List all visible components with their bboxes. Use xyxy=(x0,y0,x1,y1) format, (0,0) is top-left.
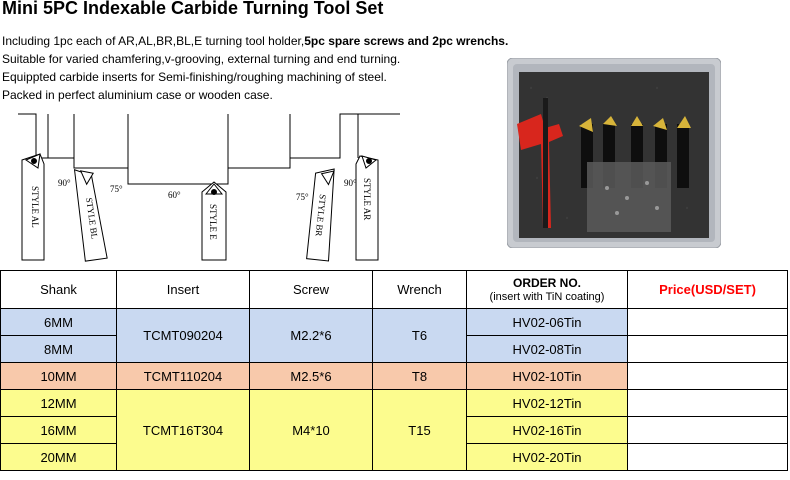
price-cell xyxy=(627,308,788,336)
tool-angle-al: 90° xyxy=(58,178,71,188)
page-title: Mini 5PC Indexable Carbide Turning Tool … xyxy=(2,0,384,18)
wrench-cell: T15 xyxy=(372,389,467,471)
wrench-cell: T6 xyxy=(372,308,467,363)
order-cell: HV02-12Tin xyxy=(466,389,628,417)
header-shank: Shank xyxy=(0,270,117,309)
product-photo xyxy=(507,58,721,248)
spare-screws-bag xyxy=(587,162,671,232)
order-cell: HV02-16Tin xyxy=(466,416,628,444)
insert-cell: TCMT090204 xyxy=(116,308,250,363)
header-order: ORDER NO. (insert with TiN coating) xyxy=(466,270,628,309)
order-cell: HV02-06Tin xyxy=(466,308,628,336)
price-cell xyxy=(627,335,788,363)
insert-cell: TCMT110204 xyxy=(116,362,250,390)
screw-cell: M4*10 xyxy=(249,389,373,471)
header-price: Price(USD/SET) xyxy=(627,270,788,309)
wrench-cell: T8 xyxy=(372,362,467,390)
shank-cell: 12MM xyxy=(0,389,117,417)
insert-cell: TCMT16T304 xyxy=(116,389,250,471)
description-line-1: Including 1pc each of AR,AL,BR,BL,E turn… xyxy=(2,34,509,48)
table-header-row: Shank Insert Screw Wrench ORDER NO. (ins… xyxy=(0,270,788,309)
red-wrench-icon xyxy=(517,114,563,228)
tool-label-br: STYLE BR xyxy=(314,194,328,237)
tool-angle-br: 75° xyxy=(296,192,309,202)
price-cell xyxy=(627,389,788,417)
spec-table: Shank Insert Screw Wrench ORDER NO. (ins… xyxy=(0,270,788,471)
shank-cell: 8MM xyxy=(0,335,117,363)
header-wrench: Wrench xyxy=(372,270,467,309)
tool-label-al: STYLE AL xyxy=(30,186,40,228)
tool-label-e: STYLE E xyxy=(208,204,218,240)
shank-cell: 16MM xyxy=(0,416,117,444)
tool-label-ar: STYLE AR xyxy=(362,178,372,220)
order-cell: HV02-20Tin xyxy=(466,443,628,471)
table-row: 20MM HV02-20Tin xyxy=(0,443,788,471)
screw-cell: M2.5*6 xyxy=(249,362,373,390)
header-order-title: ORDER NO. xyxy=(512,275,581,290)
description-line-2: Suitable for varied chamfering,v-groovin… xyxy=(2,52,401,66)
price-cell xyxy=(627,416,788,444)
description-line-4: Packed in perfect aluminium case or wood… xyxy=(2,88,273,102)
description-highlight: 5pc spare screws and 2pc wrenchs. xyxy=(304,34,509,48)
description-line-3: Equippted carbide inserts for Semi-finis… xyxy=(2,70,387,84)
header-insert: Insert xyxy=(116,270,250,309)
header-order-note: (insert with TiN coating) xyxy=(489,290,605,303)
order-cell: HV02-08Tin xyxy=(466,335,628,363)
product-description: Including 1pc each of AR,AL,BR,BL,E turn… xyxy=(2,32,508,104)
shank-cell: 20MM xyxy=(0,443,117,471)
price-cell xyxy=(627,362,788,390)
header-screw: Screw xyxy=(249,270,373,309)
tool-angle-ar: 90° xyxy=(344,178,357,188)
order-cell: HV02-10Tin xyxy=(466,362,628,390)
tool-holder-diagram: STYLE AL 90° STYLE BL 75° STYLE E 60° ST… xyxy=(18,113,400,262)
shank-cell: 10MM xyxy=(0,362,117,390)
tool-angle-bl: 75° xyxy=(110,184,123,194)
price-cell xyxy=(627,443,788,471)
tool-angle-e: 60° xyxy=(168,190,181,200)
shank-cell: 6MM xyxy=(0,308,117,336)
screw-cell: M2.2*6 xyxy=(249,308,373,363)
